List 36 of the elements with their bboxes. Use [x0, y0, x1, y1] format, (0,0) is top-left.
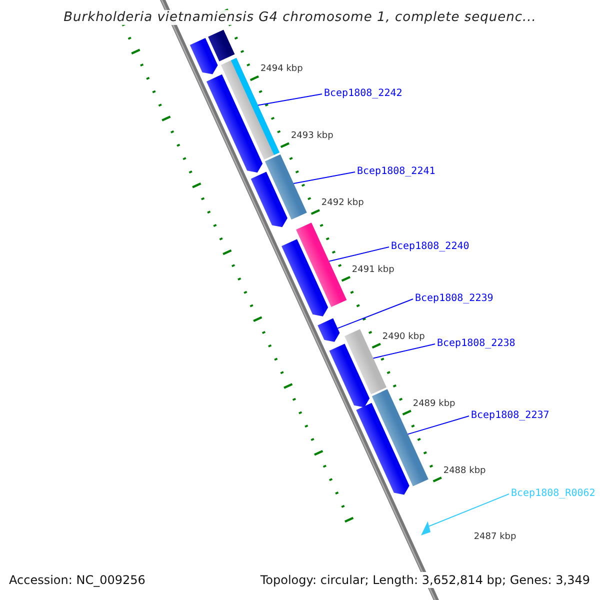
gene-label: Bcep1808_2242: [324, 88, 402, 100]
gene-feature-block: [318, 318, 340, 342]
gene-label: Bcep1808_R0062: [511, 488, 596, 500]
gene-label: Bcep1808_2241: [357, 166, 436, 178]
gene-label: Bcep1808_2237: [471, 410, 550, 422]
genome-summary-text: Topology: circular; Length: 3,652,814 bp; Genes: 3,349: [260, 572, 590, 588]
gene-label: Bcep1808_2238: [437, 338, 516, 350]
gene-feature-block: [356, 402, 410, 495]
tick-label: 2493 kbp: [290, 130, 334, 142]
gene-feature-block: [282, 239, 328, 316]
leader-line: [328, 246, 390, 262]
tick-label: 2489 kbp: [412, 398, 456, 410]
leader-line: [337, 298, 414, 329]
gene-feature-block: [190, 38, 218, 74]
gene-bar: [296, 222, 347, 308]
gene-label: Bcep1808_2240: [391, 241, 470, 253]
gene-bar: [208, 30, 235, 62]
gene-feature-block: [329, 344, 370, 408]
gene-feature-block: [250, 172, 288, 228]
tick-label: 2491 kbp: [352, 264, 394, 276]
gene-label: Bcep1808_2239: [415, 293, 494, 305]
leader-line: [372, 344, 436, 359]
map-title: Burkholderia vietnamiensis G4 chromosome 1, complete sequenc...: [64, 10, 536, 25]
tick-label: 2488 kbp: [443, 464, 486, 477]
gene-feature-block: [206, 74, 263, 173]
leader-line: [428, 494, 510, 527]
tick-label: 2490 kbp: [382, 330, 425, 343]
leader-line: [257, 94, 322, 106]
accession-text: Accession: NC_009256: [9, 572, 146, 588]
tick-label: 2492 kbp: [321, 197, 364, 210]
tick-label: 2494 kbp: [260, 63, 303, 76]
leader-line: [407, 416, 470, 435]
triangle-marker-icon: [421, 521, 431, 536]
leader-line: [293, 172, 356, 184]
gene-bar: [264, 154, 307, 220]
tick-label: 2487 kbp: [474, 531, 516, 544]
